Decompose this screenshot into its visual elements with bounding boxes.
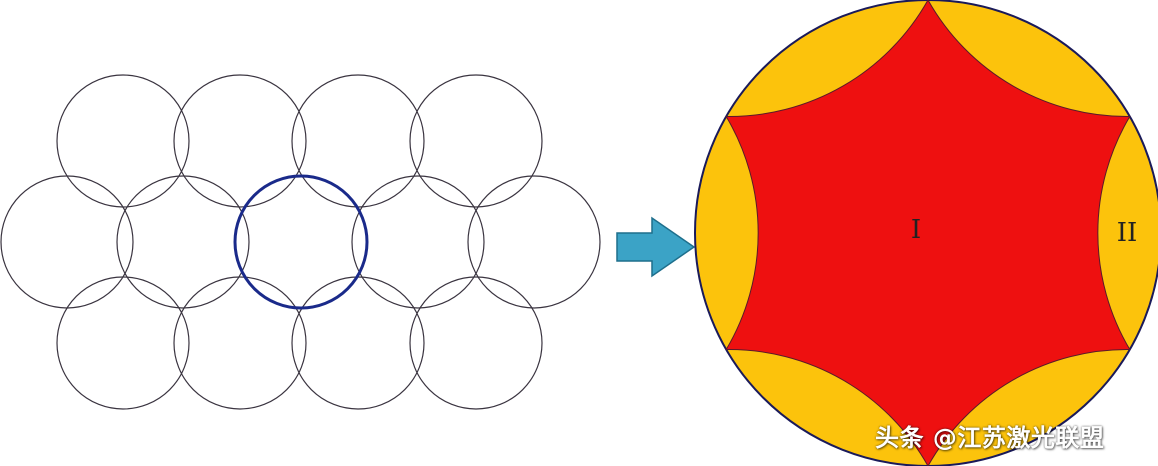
watermark-text: 头条 @江苏激光联盟 (875, 424, 1105, 452)
grid-circle (56, 276, 190, 410)
inner-region-i (725, 0, 1131, 466)
region-label-i: I (911, 215, 921, 245)
grid-circle (409, 276, 543, 410)
grid-circle (291, 276, 425, 410)
region-label-ii: II (1117, 218, 1138, 248)
arrow-right-icon (616, 216, 696, 278)
grid-circle (291, 74, 425, 208)
grid-circle (173, 74, 307, 208)
overlapping-circles-grid (0, 74, 601, 410)
grid-circle (173, 276, 307, 410)
grid-circle (0, 175, 134, 309)
grid-circle (409, 74, 543, 208)
grid-circle (351, 175, 485, 309)
highlighted-center-circle (233, 174, 369, 310)
grid-circle (116, 175, 250, 309)
grid-circle (467, 175, 601, 309)
single-circle-region-diagram: I II (694, 0, 1158, 466)
grid-circle (56, 74, 190, 208)
